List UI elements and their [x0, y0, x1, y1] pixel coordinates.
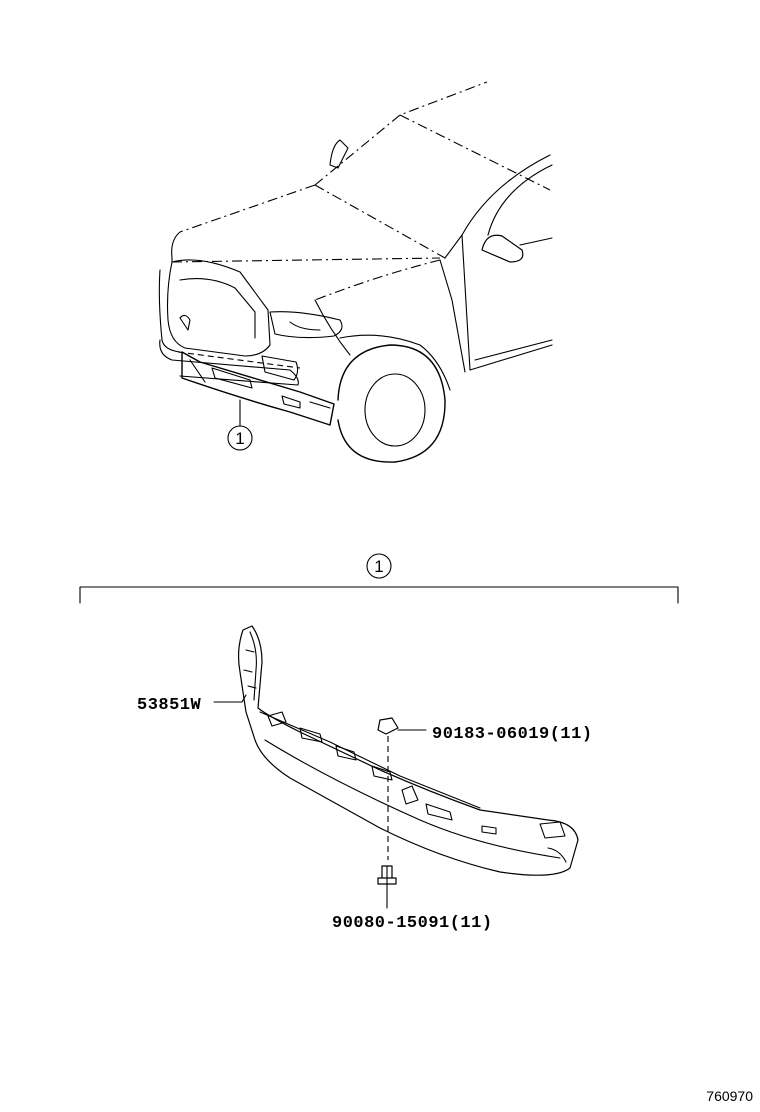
part-label-53851w: 53851W	[137, 696, 202, 715]
front-spoiler-part	[237, 625, 579, 876]
vehicle-illustration: 1	[158, 81, 553, 463]
assembly-group-bracket: 1	[79, 553, 679, 604]
bolt-90080	[377, 865, 397, 909]
part-label-90183-06019: 90183-06019(11)	[432, 725, 593, 744]
figure-code: 760970	[706, 1088, 753, 1104]
clip-nut-90183	[377, 717, 427, 860]
leader-53851w	[213, 694, 247, 703]
group-callout-number: 1	[374, 557, 383, 576]
vehicle-callout-number: 1	[235, 429, 244, 448]
part-label-90080-15091: 90080-15091(11)	[332, 914, 493, 933]
